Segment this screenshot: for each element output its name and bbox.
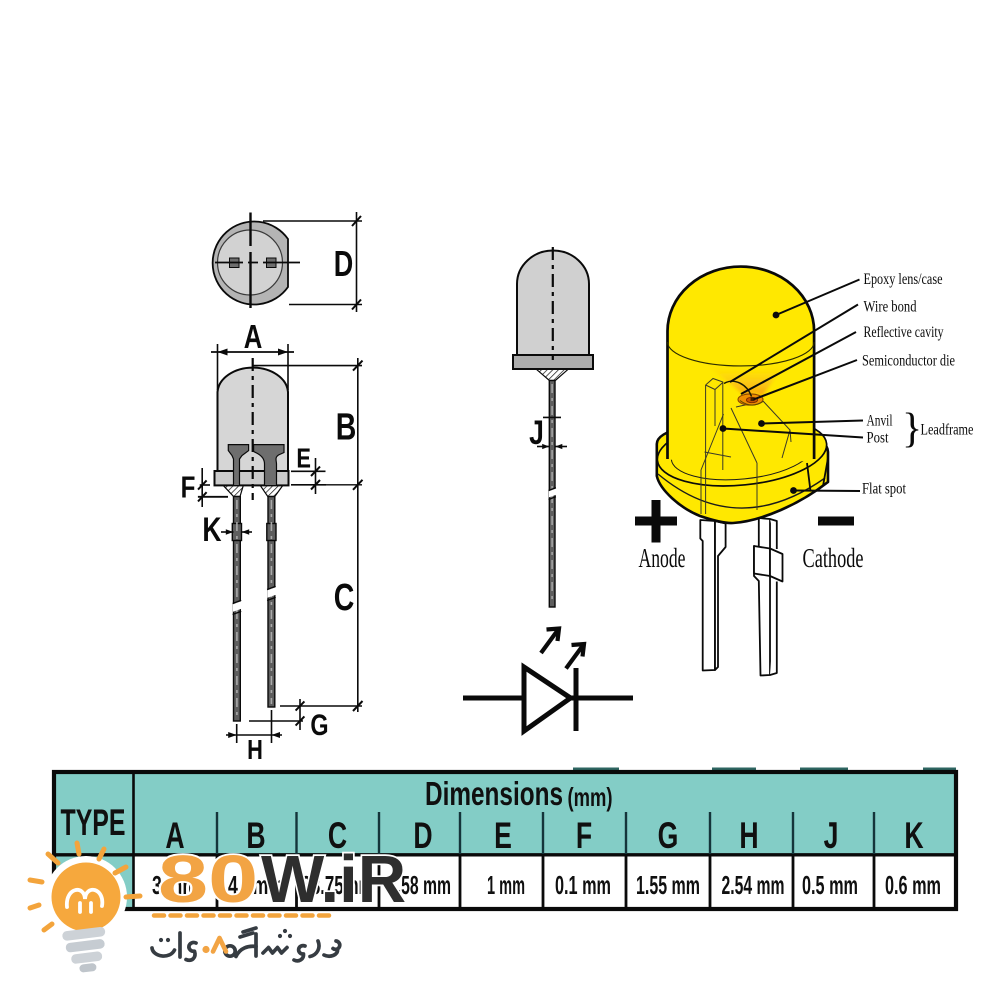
svg-text:D: D [413, 815, 432, 856]
svg-text:F: F [576, 815, 592, 856]
svg-text:Epoxy lens/case: Epoxy lens/case [864, 271, 943, 288]
svg-text:Wire bond: Wire bond [864, 299, 917, 316]
svg-text:Flat spot: Flat spot [862, 481, 907, 498]
svg-text:28.75mm: 28.75mm [302, 870, 374, 900]
svg-text:Anode: Anode [639, 543, 686, 573]
svg-text:80: 80 [158, 841, 258, 916]
svg-text:A: A [244, 319, 263, 356]
svg-text:Post: Post [867, 430, 890, 447]
svg-text:0.5 mm: 0.5 mm [802, 870, 858, 900]
svg-text:2.54 mm: 2.54 mm [722, 870, 785, 900]
svg-text:W.iR: W.iR [261, 842, 406, 917]
svg-text:TYPE: TYPE [61, 802, 126, 843]
svg-text:K: K [904, 815, 923, 856]
svg-text:K: K [202, 511, 221, 549]
svg-text:Cathode: Cathode [803, 543, 864, 573]
svg-text:3.58 mm: 3.58 mm [388, 870, 451, 900]
svg-text:1.55 mm: 1.55 mm [636, 870, 700, 900]
svg-text:C: C [328, 815, 347, 856]
svg-text:Dimensions: Dimensions [425, 775, 563, 812]
svg-text:B: B [246, 815, 265, 856]
svg-text:Reflective cavity: Reflective cavity [864, 324, 944, 341]
svg-text:Semiconductor die: Semiconductor die [862, 353, 955, 370]
svg-text:H: H [739, 815, 758, 856]
svg-text:J: J [529, 414, 544, 452]
svg-text:(mm): (mm) [568, 782, 613, 812]
svg-text:4.5mm: 4.5mm [228, 870, 284, 900]
svg-text:F: F [181, 470, 196, 505]
svg-text:0.1 mm: 0.1 mm [555, 870, 611, 900]
svg-text:Leadframe: Leadframe [921, 422, 974, 439]
svg-text:G: G [658, 815, 679, 856]
svg-text:H: H [247, 734, 263, 765]
svg-text:D: D [334, 243, 353, 284]
svg-text:0.6 mm: 0.6 mm [885, 870, 941, 900]
svg-text:E: E [494, 815, 512, 856]
svg-text:G: G [310, 708, 328, 741]
svg-text:B: B [336, 407, 357, 449]
svg-text:1 mm: 1 mm [487, 870, 525, 900]
svg-text:3 mm: 3 mm [152, 870, 198, 900]
svg-text:C: C [334, 577, 355, 619]
svg-text:E: E [296, 443, 311, 474]
svg-text:A: A [165, 815, 184, 856]
svg-text:}: } [902, 406, 922, 452]
svg-text:J: J [824, 815, 839, 856]
svg-text:Anvil: Anvil [867, 413, 893, 430]
